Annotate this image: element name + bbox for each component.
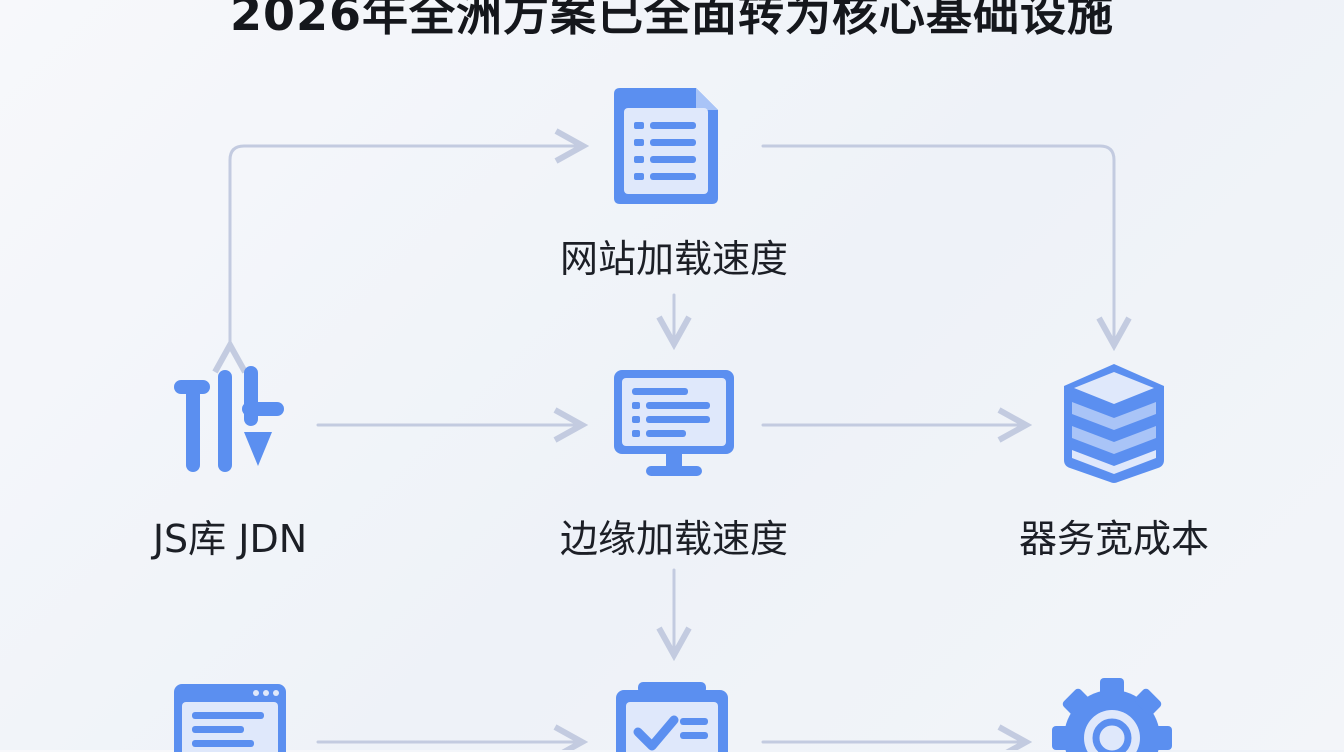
window-icon [174, 684, 286, 752]
node-label-js-lib: JS库 JDN [152, 517, 308, 561]
monitor-icon [614, 370, 734, 476]
edge-js-lib-to-website-speed [230, 146, 583, 345]
database-icon [1064, 364, 1164, 483]
gear-icon [1052, 678, 1172, 752]
node-label-server-cost: 器务宽成本 [1018, 517, 1210, 561]
diagram-title: 2026年全洲方案已全面转为核心基础设施 [229, 0, 1115, 41]
node-label-edge-speed: 边缘加载速度 [559, 517, 789, 561]
js-icon [174, 366, 284, 472]
node-label-website-speed: 网站加载速度 [559, 237, 789, 281]
edge-website-speed-to-server-cost [761, 144, 1114, 345]
document-icon [614, 88, 718, 204]
checklist-icon [616, 682, 728, 752]
